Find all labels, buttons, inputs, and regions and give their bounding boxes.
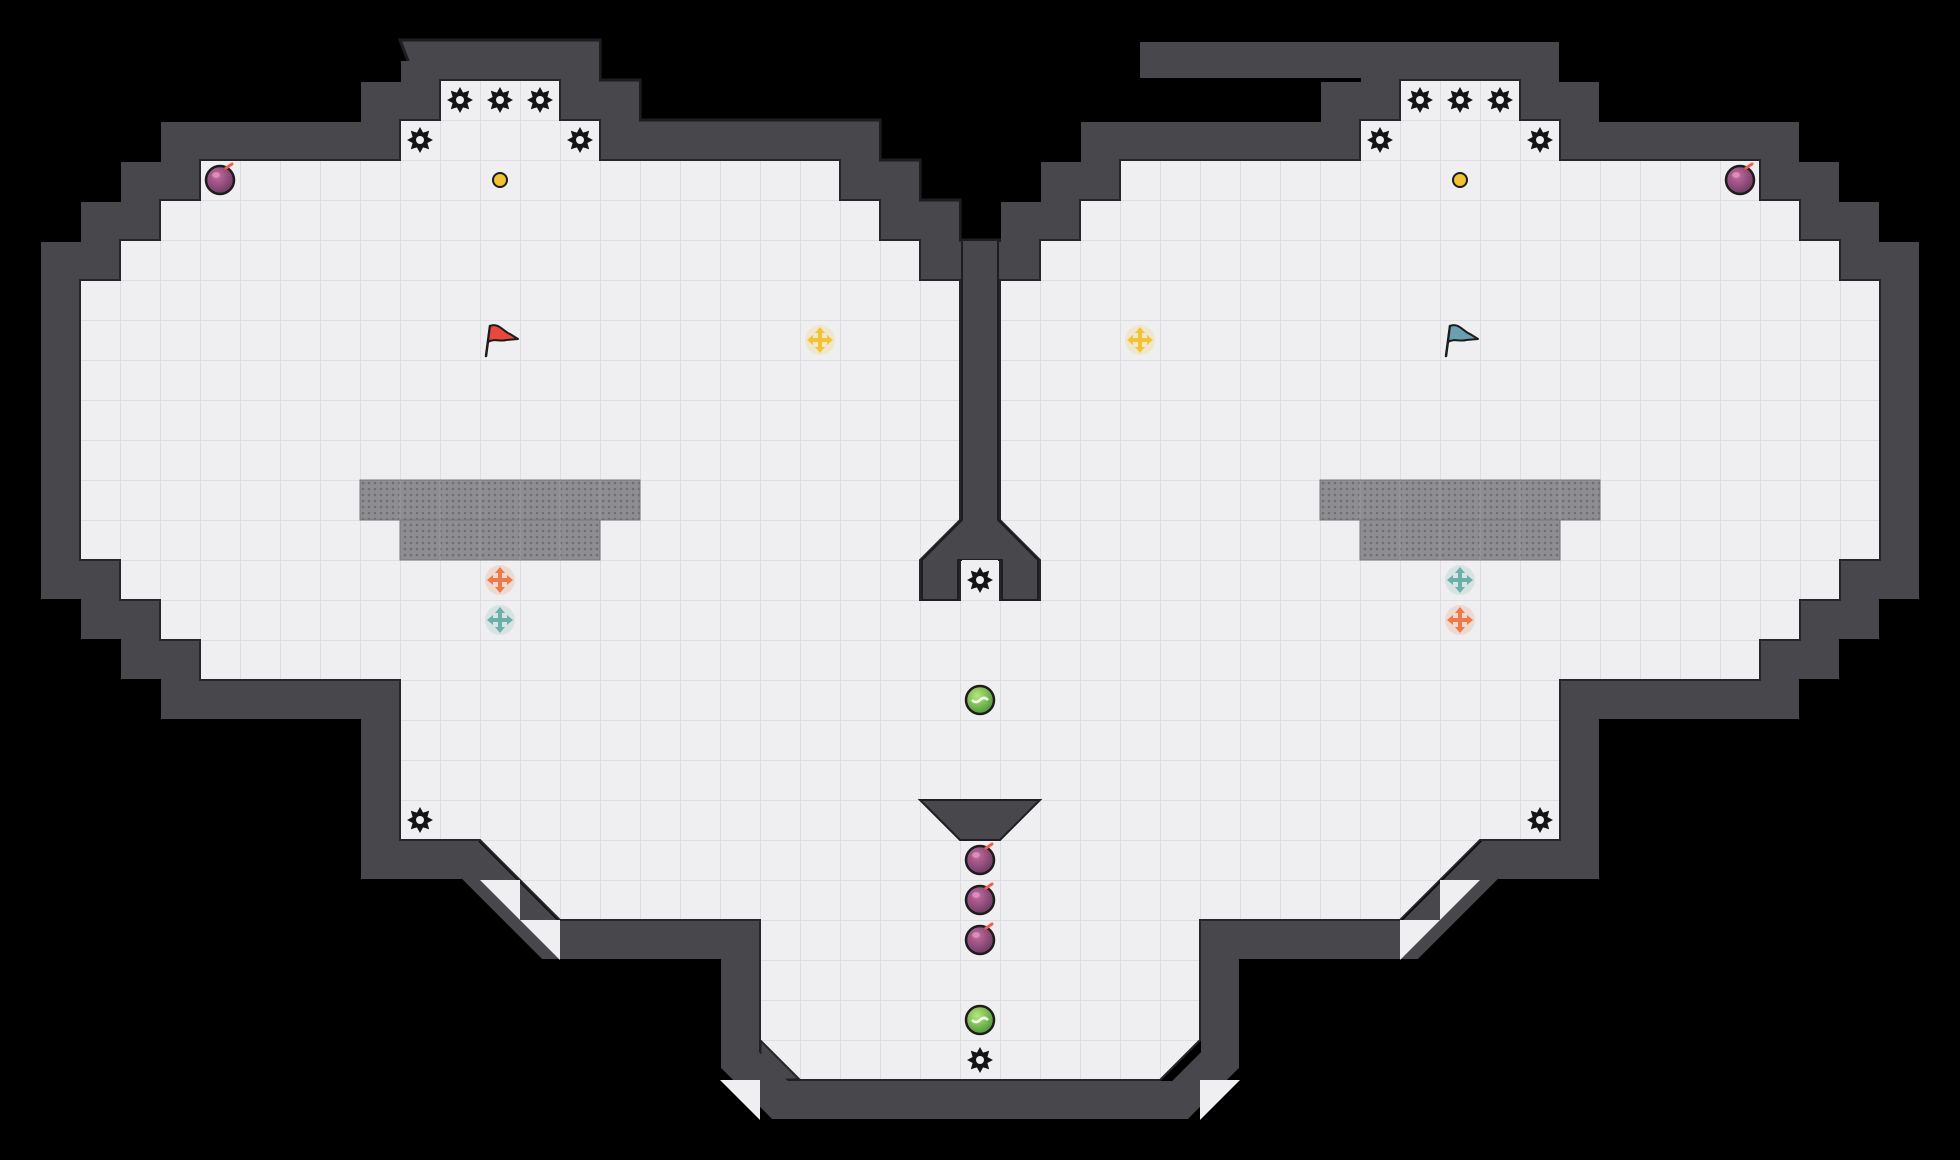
- spike-icon: [1527, 127, 1553, 153]
- button-icon: [1452, 172, 1468, 188]
- mesh-block-left-top: [359, 479, 641, 521]
- mesh-block-left-bottom: [399, 519, 601, 561]
- bomb-icon: [204, 162, 236, 196]
- blue-boost-icon: [485, 605, 515, 635]
- spike-icon: [1527, 807, 1553, 833]
- notch: [1200, 1080, 1240, 1120]
- spike-icon: [447, 87, 473, 113]
- corner-notches: [480, 880, 1480, 1120]
- notch: [720, 1080, 760, 1120]
- center-divider: [917, 239, 1043, 841]
- center-funnel: [917, 799, 1043, 841]
- bomb-icon: [1724, 162, 1756, 196]
- powerup-icon: [964, 684, 996, 716]
- bomb-icon: [964, 842, 996, 876]
- spike-icon: [967, 1047, 993, 1073]
- blue-flag-icon: [1444, 324, 1479, 358]
- notch: [1440, 880, 1480, 920]
- spike-icon: [1407, 87, 1433, 113]
- spike-icon: [567, 127, 593, 153]
- spike-icon: [1367, 127, 1393, 153]
- red-boost-icon: [485, 565, 515, 595]
- mesh-block-right-bottom: [1359, 519, 1561, 561]
- notch: [1400, 920, 1440, 960]
- red-flag-icon: [484, 324, 519, 358]
- spike-icon: [1487, 87, 1513, 113]
- notch: [480, 880, 520, 920]
- spike-icon: [527, 87, 553, 113]
- spike-icon: [407, 807, 433, 833]
- item-layer: [204, 162, 1756, 1036]
- mesh-block-right-top: [1319, 479, 1601, 521]
- spike-icon: [1447, 87, 1473, 113]
- blue-boost-icon: [1445, 565, 1475, 595]
- notch: [520, 920, 560, 960]
- powerup-icon: [964, 1004, 996, 1036]
- spike-icon: [487, 87, 513, 113]
- bomb-icon: [964, 882, 996, 916]
- spike-icon: [967, 567, 993, 593]
- button-icon: [492, 172, 508, 188]
- neutral-boost-icon: [805, 325, 835, 355]
- center-divider-wall: [921, 239, 1039, 601]
- spike-layer: [407, 87, 1553, 1073]
- mesh-blocks: [359, 479, 1601, 561]
- spike-icon: [407, 127, 433, 153]
- neutral-boost-icon: [1125, 325, 1155, 355]
- bomb-icon: [964, 922, 996, 956]
- red-boost-icon: [1445, 605, 1475, 635]
